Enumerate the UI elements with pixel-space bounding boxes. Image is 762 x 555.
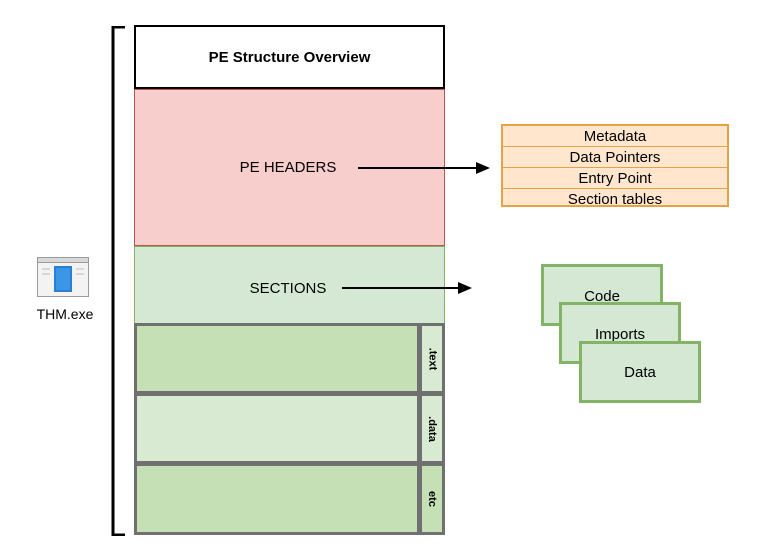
headers-item: Entry Point [503, 168, 727, 189]
section-row-data [134, 393, 420, 464]
section-name: .text [426, 347, 438, 370]
headers-item: Metadata [503, 126, 727, 147]
section-tab-data: .data [420, 393, 445, 464]
section-row-text [134, 323, 420, 394]
sections-label: SECTIONS [249, 280, 327, 297]
pe-headers-label: PE HEADERS [239, 159, 337, 176]
section-row-etc [134, 463, 420, 535]
section-card-data: Data [579, 341, 701, 403]
section-tab-etc: etc [420, 463, 445, 535]
section-card-label: Imports [594, 326, 645, 343]
file-bracket [111, 26, 125, 536]
section-name: .data [426, 415, 438, 442]
section-tab-text: .text [420, 323, 445, 394]
executable-file-icon [37, 257, 89, 297]
section-card-label: Code [584, 288, 620, 305]
pe-structure-title: PE Structure Overview [134, 25, 445, 89]
headers-arrowhead [476, 162, 490, 174]
headers-item: Section tables [567, 190, 663, 208]
headers-item: Data Pointers [503, 147, 727, 168]
section-name: etc [426, 491, 438, 507]
sections-arrowhead [458, 282, 472, 294]
file-label: THM.exe [36, 306, 94, 322]
headers-contents-table: Metadata Data Pointers Entry Point Secti… [501, 124, 729, 207]
section-card-label: Data [624, 363, 656, 381]
